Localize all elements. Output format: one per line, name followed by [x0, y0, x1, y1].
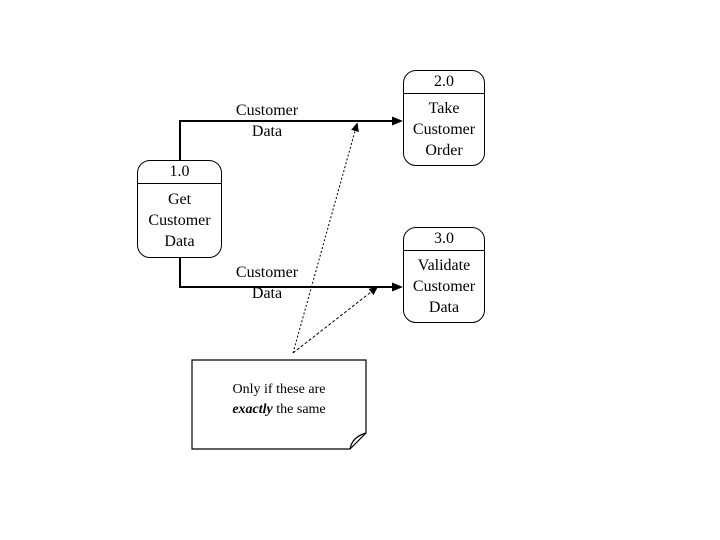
note-emphasis-text: exactly — [232, 402, 273, 417]
process-id-text: 1.0 — [169, 163, 190, 180]
process-name-line: Customer — [148, 212, 211, 229]
note-line-1: Only if these are — [232, 382, 326, 397]
note-line-2-rest: the same — [272, 402, 326, 417]
process-box-1-0: 1.0 Get Customer Data — [137, 160, 222, 258]
note-connector-line-to-lower-flow — [292, 286, 379, 354]
flow-line-customer-data-to-take-order — [179, 116, 403, 160]
flow-line-customer-data-to-validate — [179, 257, 403, 292]
process-id-label: 3.0 — [404, 228, 484, 251]
note-line-2: exactly the same — [192, 400, 366, 420]
process-name-line: Data — [164, 233, 195, 250]
flow-label-line: Data — [251, 285, 283, 302]
process-id-text: 3.0 — [434, 230, 454, 247]
process-id-label: 1.0 — [138, 161, 221, 184]
process-box-2-0: 2.0 Take Customer Order — [403, 70, 485, 166]
process-id-text: 2.0 — [434, 73, 454, 90]
note-shape — [191, 359, 367, 450]
process-name-line: Customer — [412, 121, 476, 138]
process-name: Take Customer Order — [404, 94, 484, 165]
process-name-line: Customer — [412, 278, 476, 295]
process-name-line: Data — [428, 299, 460, 316]
process-name-line: Take — [428, 100, 460, 117]
process-name-line: Validate — [417, 257, 471, 274]
flow-label-line: Customer — [235, 102, 299, 119]
process-name-line: Get — [167, 191, 192, 208]
process-name: Validate Customer Data — [404, 251, 484, 322]
flow-label-line: Customer — [235, 264, 299, 281]
flow-label-line: Data — [251, 123, 283, 140]
process-name: Get Customer Data — [138, 184, 221, 257]
process-box-3-0: 3.0 Validate Customer Data — [403, 227, 485, 323]
flow-label-customer-data-lower: Customer Data — [209, 262, 325, 304]
note-connector-line-to-upper-flow — [292, 122, 359, 354]
process-name-line: Order — [425, 142, 463, 159]
process-id-label: 2.0 — [404, 71, 484, 94]
flow-label-customer-data-upper: Customer Data — [209, 100, 325, 142]
annotation-note: Only if these are exactly the same — [192, 380, 366, 420]
note-folded-corner — [349, 432, 367, 450]
